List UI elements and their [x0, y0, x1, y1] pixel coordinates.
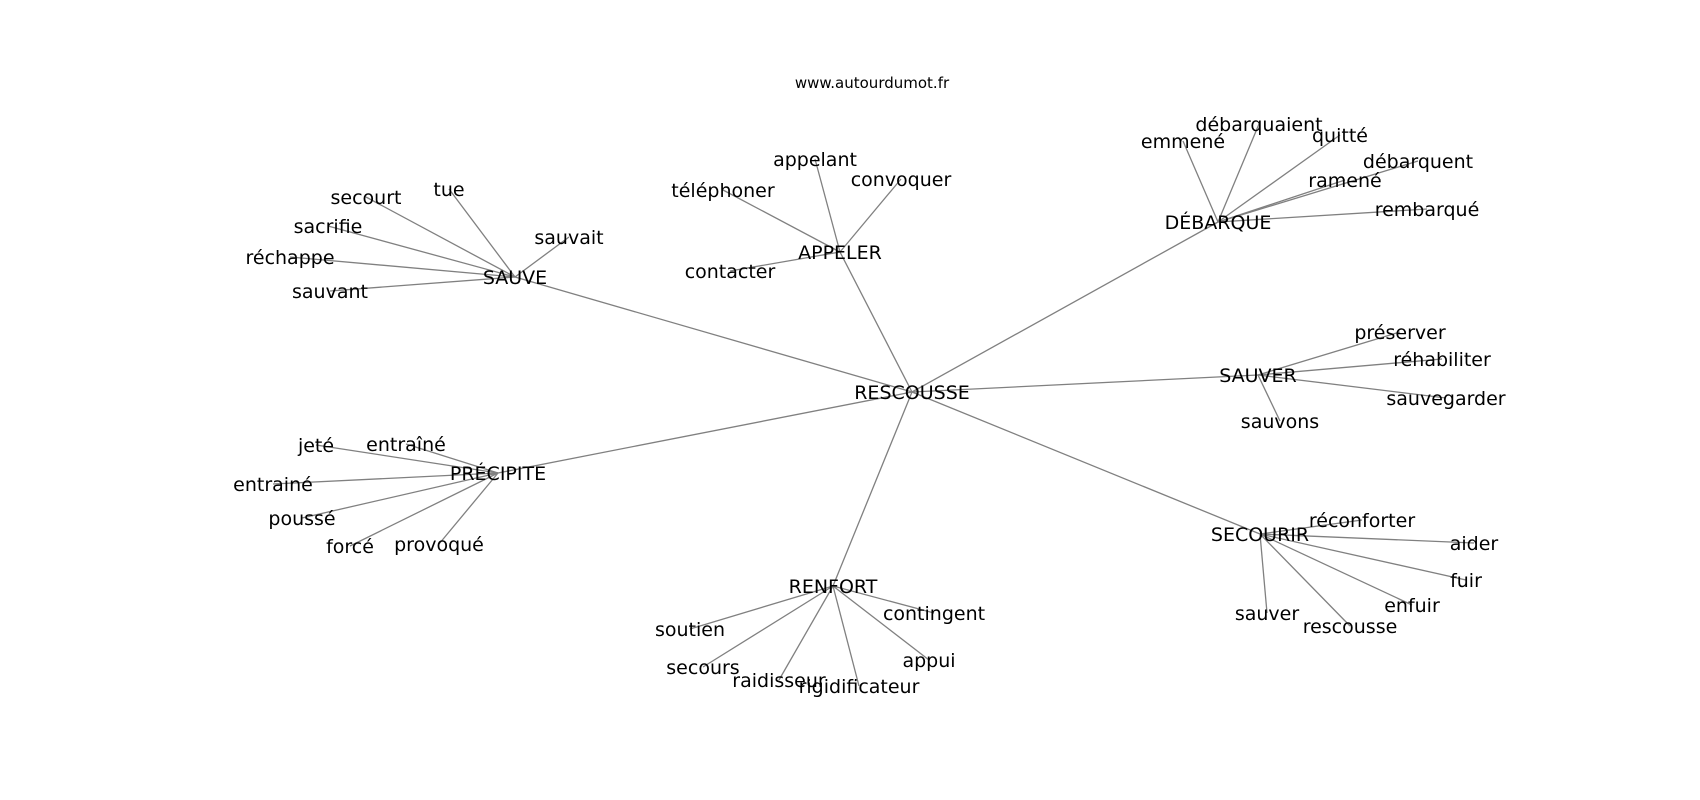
leaf-node-secourt: secourt — [331, 187, 402, 209]
hub-node-sauver: SAUVER — [1219, 365, 1297, 387]
edge-renfort-rigidificateur — [832, 585, 860, 687]
edge-sauve-sauvant — [329, 276, 516, 292]
hub-node-precipite: PRÉCIPITE — [450, 462, 546, 485]
edge-sauve-sacrifie — [327, 225, 516, 278]
leaf-node-emmene: emmené — [1141, 131, 1225, 153]
edge-secourir-aider — [1259, 533, 1475, 544]
source-url: www.autourdumot.fr — [795, 74, 950, 92]
leaf-node-quitte: quitté — [1312, 125, 1368, 147]
leaf-node-appui: appui — [902, 650, 955, 672]
edge-sauver-preserver — [1257, 331, 1401, 376]
edge-debarque-debarquent — [1217, 160, 1419, 223]
leaf-node-rigidificateur: rigidificateur — [799, 676, 920, 698]
hub-node-sauve: SAUVE — [483, 267, 547, 289]
edge-precipite-provoque — [438, 472, 499, 545]
leaf-node-entraine: entraîné — [366, 434, 446, 456]
leaf-node-contacter: contacter — [685, 261, 776, 283]
edge-debarque-rembarque — [1217, 208, 1428, 223]
leaf-node-fuir: fuir — [1450, 570, 1482, 592]
edge-sauve-secourt — [365, 196, 516, 278]
leaf-node-reconforter: réconforter — [1309, 510, 1415, 532]
leaf-node-provoque: provoqué — [394, 534, 484, 556]
leaf-node-sauvons: sauvons — [1241, 411, 1319, 433]
edge-sauver-sauvons — [1257, 374, 1281, 422]
edge-appeler-contacter — [729, 251, 841, 272]
leaf-node-sauver: sauver — [1235, 603, 1300, 625]
hub-node-debarque: DÉBARQUE — [1165, 211, 1272, 234]
edge-debarque-ramene — [1217, 179, 1346, 223]
edge-secourir-sauver — [1259, 533, 1268, 614]
node-labels: RESCOUSSE SAUVE secourt tue sacrifie sauvait r… — [233, 114, 1506, 698]
edge-renfort-soutien — [689, 585, 834, 630]
center-node-label: RESCOUSSE — [854, 382, 970, 404]
leaf-node-contingent: contingent — [883, 603, 985, 625]
leaf-node-sacrifie: sacrifie — [294, 216, 363, 238]
leaf-node-aider: aider — [1450, 533, 1499, 555]
leaf-node-raidisseur: raidisseur — [732, 670, 826, 692]
leaf-node-debarquaient: débarquaient — [1195, 114, 1322, 136]
edge-secourir-fuir — [1259, 533, 1467, 581]
edge-precipite-pousse — [301, 472, 499, 519]
edge-center-sauve — [514, 276, 913, 393]
edge-precipite-jete — [315, 444, 499, 474]
edge-center-precipite — [497, 391, 913, 474]
edge-sauver-rehabiliter — [1257, 358, 1443, 376]
leaf-node-pousse: poussé — [268, 508, 335, 530]
edge-renfort-secours — [702, 585, 834, 668]
leaf-node-convoquer: convoquer — [851, 169, 952, 191]
edge-sauve-rechappe — [289, 256, 516, 278]
edge-secourir-enfuir — [1259, 533, 1413, 606]
edge-appeler-appelant — [814, 158, 841, 253]
edge-center-renfort — [832, 391, 913, 587]
leaf-node-sauvant: sauvant — [292, 281, 368, 303]
edge-precipite-entraine — [405, 443, 499, 474]
edge-center-appeler — [839, 251, 913, 393]
leaf-node-rehabiliter: réhabiliter — [1393, 349, 1491, 371]
leaf-node-telephoner: téléphoner — [671, 180, 775, 202]
edge-precipite-force — [349, 472, 499, 547]
leaf-node-rembarque: rembarqué — [1375, 199, 1480, 221]
edge-center-secourir — [911, 391, 1261, 535]
edge-sauve-sauvait — [514, 236, 570, 278]
edge-debarque-debarquaient — [1217, 123, 1260, 223]
leaf-node-force: forcé — [326, 536, 374, 558]
leaf-node-sauvegarder: sauvegarder — [1386, 388, 1505, 410]
leaf-node-jete: jeté — [297, 435, 334, 457]
edge-precipite-entraine — [272, 472, 499, 485]
edge-renfort-appui — [832, 585, 930, 661]
edge-appeler-convoquer — [839, 178, 902, 253]
leaf-node-enfuir: enfuir — [1384, 595, 1440, 617]
edge-renfort-contingent — [832, 585, 935, 614]
leaf-node-tue: tue — [433, 179, 464, 201]
edge-secourir-reconforter — [1259, 519, 1363, 535]
leaf-node-appelant: appelant — [773, 149, 857, 171]
hub-node-appeler: APPELER — [798, 242, 882, 264]
leaf-node-ramene: ramené — [1308, 170, 1381, 192]
leaf-node-rechappe: réchappe — [245, 247, 334, 269]
leaf-node-rescousse: rescousse — [1303, 616, 1398, 638]
leaf-node-preserver: préserver — [1354, 322, 1445, 344]
edge-center-sauver — [911, 374, 1259, 393]
edge-appeler-telephoner — [722, 189, 841, 253]
leaf-node-entraine: entrainé — [233, 474, 313, 496]
hub-node-secourir: SECOURIR — [1211, 524, 1309, 546]
edge-secourir-rescousse — [1259, 533, 1351, 627]
leaf-node-secours: secours — [666, 657, 739, 679]
leaf-node-debarquent: débarquent — [1363, 151, 1473, 173]
edge-renfort-raidisseur — [778, 585, 834, 681]
edge-debarque-quitte — [1217, 134, 1341, 223]
edge-debarque-emmene — [1182, 140, 1219, 223]
leaf-node-soutien: soutien — [655, 619, 725, 641]
leaf-node-sauvait: sauvait — [534, 227, 603, 249]
edges — [272, 123, 1475, 687]
edge-sauver-sauvegarder — [1257, 374, 1447, 399]
hub-node-renfort: RENFORT — [789, 576, 878, 598]
edge-center-debarque — [911, 221, 1219, 393]
edge-sauve-tue — [448, 188, 516, 278]
